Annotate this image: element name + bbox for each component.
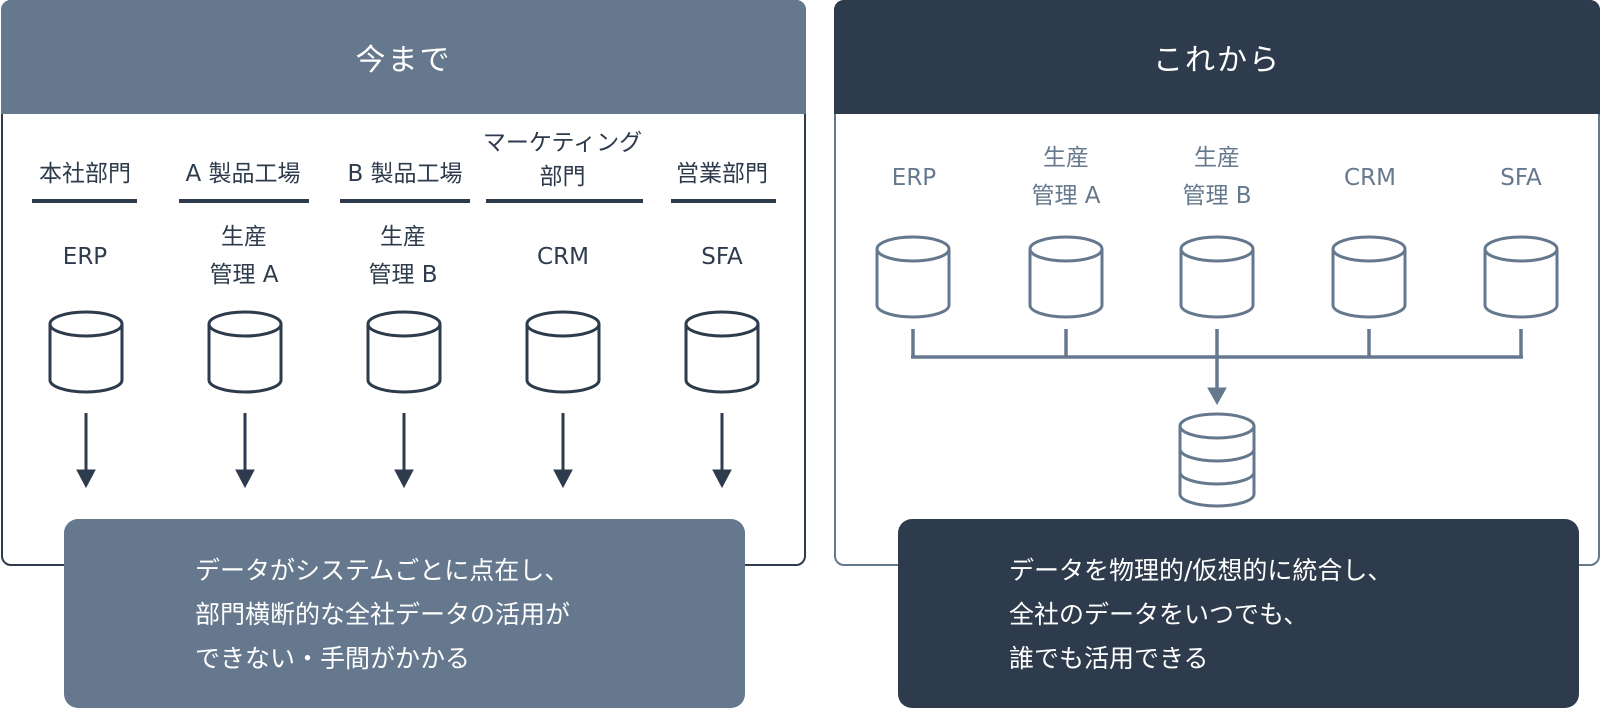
- department-underline: [671, 199, 776, 203]
- system-label: CRM: [1344, 165, 1396, 191]
- system-label: 生産 管理 B: [1182, 145, 1252, 209]
- department-label: 本社部門: [39, 161, 131, 187]
- system-label: CRM: [537, 244, 589, 270]
- system-label: ERP: [62, 244, 108, 270]
- after-title: これから: [1153, 43, 1281, 78]
- department-underline: [179, 199, 309, 203]
- message-line: データがシステムごとに点在し、: [195, 556, 570, 585]
- system-label: 生産 管理 B: [368, 224, 438, 288]
- system-label: 生産 管理 A: [209, 224, 279, 288]
- after-panel-header: これから: [834, 0, 1600, 114]
- department-label: A 製品工場: [185, 161, 301, 187]
- department-underline: [32, 199, 137, 203]
- department-underline: [486, 199, 643, 203]
- message-line: 誰でも活用できる: [1009, 644, 1209, 673]
- system-label: SFA: [1500, 165, 1542, 191]
- department-underline: [340, 199, 470, 203]
- message-line: できない・手間がかかる: [195, 644, 471, 673]
- message-line: 部門横断的な全社データの活用が: [195, 600, 571, 629]
- before-message-box: データがシステムごとに点在し、 部門横断的な全社データの活用が できない・手間が…: [64, 519, 745, 708]
- department-label: マーケティング 部門: [482, 130, 643, 190]
- after-message-box: データを物理的/仮想的に統合し、 全社のデータをいつでも、 誰でも活用できる: [898, 519, 1579, 708]
- system-label: SFA: [701, 244, 743, 270]
- message-line: 全社のデータをいつでも、: [1009, 600, 1309, 629]
- department-label: 営業部門: [676, 161, 768, 187]
- system-label: 生産 管理 A: [1031, 145, 1101, 209]
- before-panel-header: 今まで: [1, 0, 806, 114]
- after-panel: これから: [834, 0, 1600, 566]
- system-label: ERP: [891, 165, 937, 191]
- before-title: 今まで: [355, 43, 452, 78]
- department-label: B 製品工場: [347, 161, 463, 187]
- message-line: データを物理的/仮想的に統合し、: [1009, 556, 1393, 585]
